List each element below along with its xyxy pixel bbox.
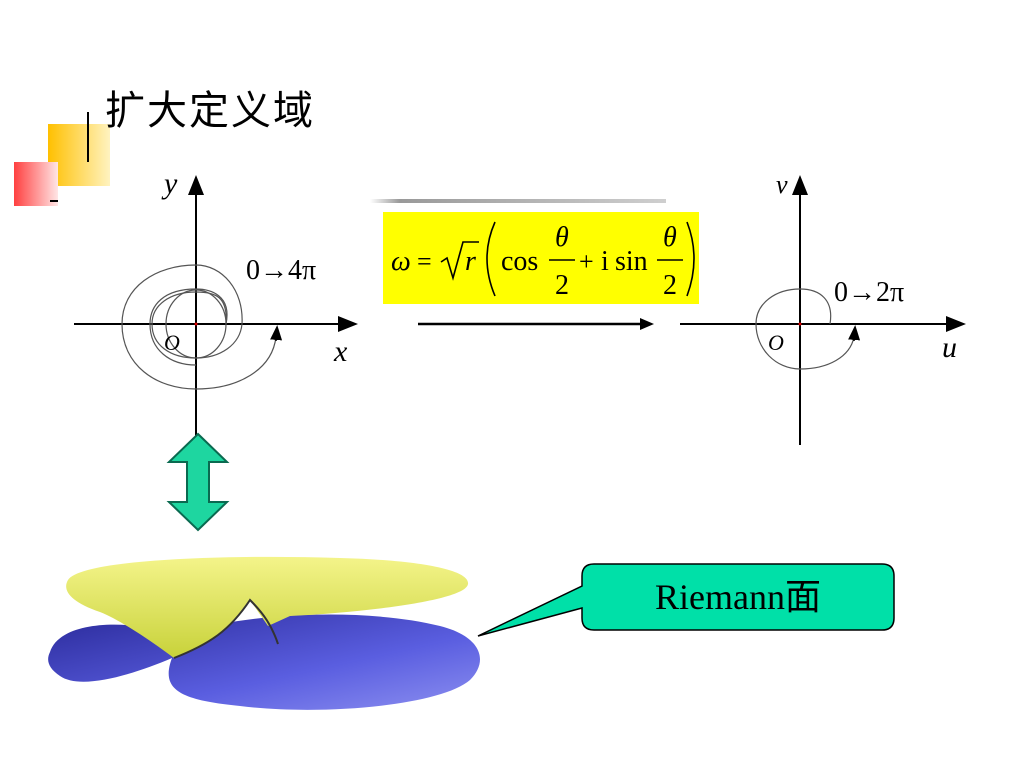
right-origin-dot bbox=[798, 322, 802, 326]
right-circle-curve bbox=[755, 288, 855, 370]
riemann-bottom-sheet bbox=[48, 614, 480, 710]
formula-cos: cos bbox=[501, 246, 538, 277]
right-origin-label: O bbox=[768, 330, 784, 355]
riemann-surface bbox=[48, 556, 480, 710]
callout-shape bbox=[477, 563, 895, 637]
formula-two-1: 2 bbox=[555, 270, 569, 301]
right-circle-end-arrow bbox=[848, 325, 861, 342]
left-x-label: x bbox=[333, 335, 348, 368]
left-y-label: y bbox=[161, 167, 178, 200]
formula-two-2: 2 bbox=[663, 270, 677, 301]
left-z-plane-plot: y x O 0→4π bbox=[74, 167, 358, 440]
orange-accent-square bbox=[48, 124, 110, 186]
left-origin-label: O bbox=[164, 330, 180, 355]
mapping-arrow bbox=[418, 318, 654, 330]
formula-theta-1: θ bbox=[555, 222, 569, 253]
double-arrow bbox=[166, 432, 230, 532]
formula-i: i bbox=[601, 246, 609, 277]
formula-sqrt-arg: r bbox=[465, 246, 476, 277]
left-spiral-end-arrow bbox=[270, 325, 283, 342]
formula-equals: = bbox=[417, 247, 432, 276]
left-spiral-outer bbox=[121, 264, 277, 390]
left-annotation: 0→4π bbox=[246, 255, 316, 286]
double-arrow-shape bbox=[166, 432, 230, 532]
left-origin-dot bbox=[194, 322, 198, 326]
riemann-fold-line bbox=[173, 598, 279, 659]
formula-sqrt-sign bbox=[440, 241, 479, 281]
formula-right-paren bbox=[686, 221, 695, 297]
title-underline bbox=[370, 199, 666, 203]
right-annotation: 0→2π bbox=[834, 277, 904, 308]
right-v-label: v bbox=[776, 170, 788, 199]
riemann-callout-label: Riemann面 bbox=[655, 577, 821, 617]
right-u-label: u bbox=[942, 331, 957, 364]
page-title: 扩大定义域 bbox=[105, 88, 315, 134]
formula-svg: ω = r cos θ 2 + i sin θ 2 bbox=[391, 221, 695, 301]
left-spiral-curve bbox=[149, 288, 228, 366]
red-accent-square bbox=[14, 162, 58, 206]
formula-theta-2: θ bbox=[663, 222, 677, 253]
mapping-arrow-head bbox=[640, 318, 654, 330]
formula-box: ω = r cos θ 2 + i sin θ 2 bbox=[383, 212, 699, 304]
formula-omega: ω bbox=[391, 246, 411, 277]
formula-sin: sin bbox=[615, 246, 648, 277]
formula-plus: + bbox=[579, 247, 594, 276]
riemann-top-sheet bbox=[66, 556, 469, 658]
right-w-plane-plot: v u O 0→2π bbox=[680, 170, 966, 445]
formula-left-paren bbox=[486, 221, 496, 297]
callout-bubble bbox=[477, 563, 895, 637]
